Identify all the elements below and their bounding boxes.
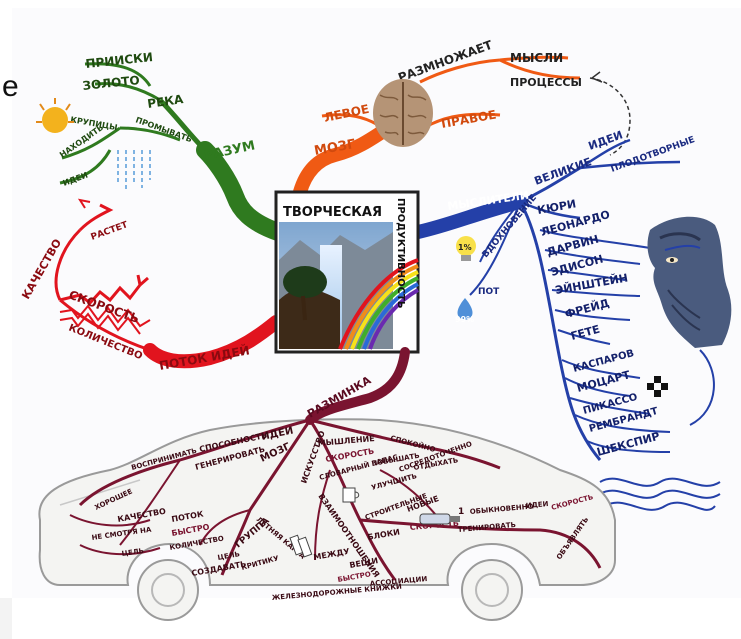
idei-label-blue: ИДЕИ — [587, 128, 625, 152]
idei-label: ИДЕИ — [62, 171, 89, 188]
blue-arrow — [689, 349, 715, 426]
branch-potok: ПОТОК ИДЕЙ КАЧЕСТВО РАСТЕТ СКОРОСТЬ КОЛИ… — [19, 198, 283, 373]
mysli-label: МЫСЛИ — [510, 51, 563, 65]
razminka-one: 1 — [458, 507, 464, 517]
mozg-label: МОЗГ — [313, 137, 356, 159]
razum-label: РАЗУМ — [203, 138, 257, 163]
pravoe-label: ПРАВОЕ — [440, 107, 497, 130]
lightbulb-icon: 1% — [456, 236, 476, 261]
center-side: ПРОДУКТИВНОСТЬ — [395, 198, 406, 308]
priiski-label: ПРИИСКИ — [85, 50, 154, 71]
chess-icon — [647, 376, 668, 397]
razminka-cel2: ЦЕЛЬ — [217, 550, 240, 562]
svg-text:99%: 99% — [455, 315, 474, 324]
corner-strip — [0, 598, 12, 639]
sweat-drop-icon: 99% — [455, 298, 474, 324]
cropped-side-letter: e — [2, 70, 19, 103]
zoloto-label: ЗОЛОТО — [82, 73, 140, 93]
water-drops-icon — [117, 150, 151, 190]
blue-arrow-2 — [664, 244, 701, 251]
spark-plug-icon — [419, 513, 460, 525]
branch-mozg: МОЗГ ЛЕВОЕ ПРАВОЕ РАЗМНОЖАЕТ МЫСЛИ ПРОЦЕ… — [293, 37, 631, 199]
branch-razum: РАЗУМ РЕКА ЗОЛОТО ПРИИСКИ КРУПИЦЫ ПРОМЫВ… — [36, 50, 287, 241]
thinker-name: ШЕКСПИР — [595, 430, 661, 459]
dashed-arrow — [589, 77, 631, 156]
cup-icon — [342, 487, 360, 503]
levoe-label: ЛЕВОЕ — [323, 102, 371, 125]
thinker-name: ГЕТЕ — [569, 323, 601, 343]
wave-flourish-icon — [599, 477, 721, 511]
processy-label: ПРОЦЕССЫ — [510, 76, 582, 89]
razminka-idei2: ИДЕИ — [525, 500, 548, 510]
dashed-arrow-head — [590, 71, 603, 83]
potok-label: ПОТОК ИДЕЙ — [158, 342, 251, 373]
gold-nugget-icon — [36, 98, 74, 133]
razminka-cel: ЦЕЛЬ — [121, 547, 144, 558]
head-statue-icon — [647, 216, 732, 348]
rastet-label: РАСТЕТ — [90, 220, 130, 243]
central-image: ТВОРЧЕСКАЯ ПРОДУКТИВНОСТЬ — [274, 190, 420, 354]
books-icon — [289, 534, 313, 558]
pot-label: ПОТ — [478, 287, 500, 297]
brain-icon — [373, 79, 433, 147]
svg-text:1%: 1% — [458, 243, 472, 252]
reka-label: РЕКА — [146, 92, 184, 111]
center-title: ТВОРЧЕСКАЯ — [283, 205, 382, 220]
velikie-label: ВЕЛИКИЕ — [533, 155, 594, 188]
car-outline — [38, 418, 616, 621]
